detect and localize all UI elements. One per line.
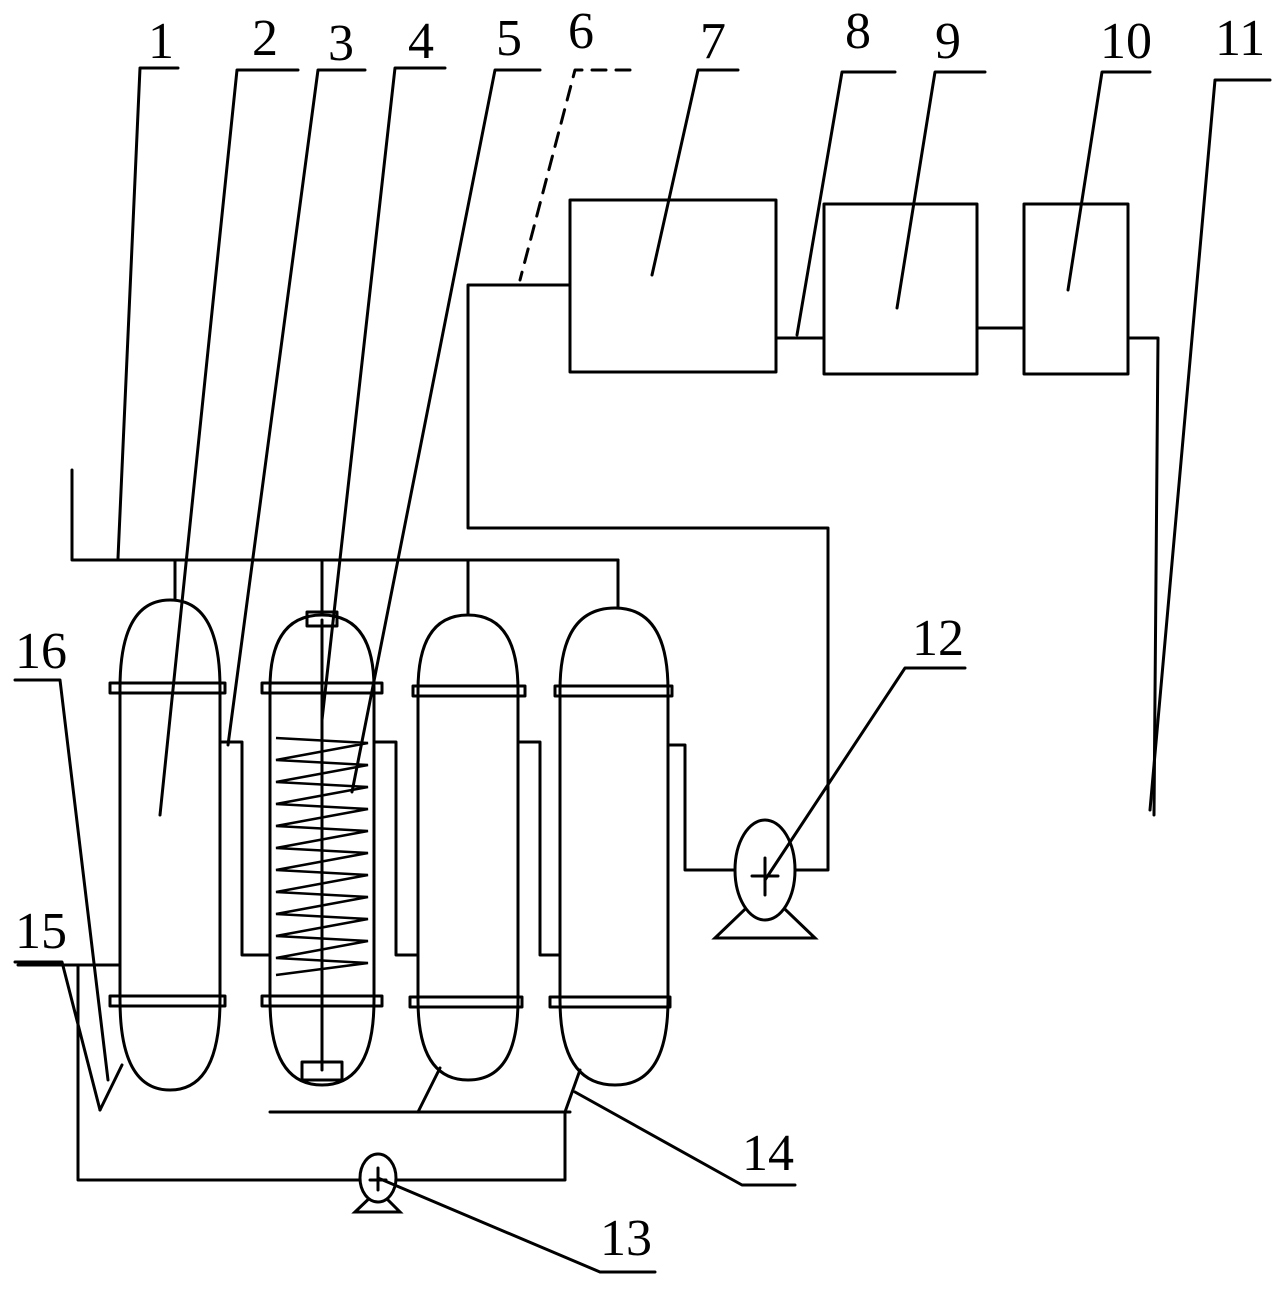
reactor-vessel-4 xyxy=(548,606,674,1087)
label-11: 11 xyxy=(1215,10,1265,67)
label-9: 9 xyxy=(935,13,961,70)
reactor-vessel-1 xyxy=(108,598,227,1092)
label-13: 13 xyxy=(600,1210,652,1267)
unit-10 xyxy=(1022,202,1130,376)
label-12: 12 xyxy=(912,610,964,667)
pump-return-line xyxy=(466,283,830,872)
part-labels: 1 2 3 4 5 6 7 8 9 10 11 12 13 14 15 16 xyxy=(15,3,1265,1267)
unit-9 xyxy=(822,202,979,376)
pump-12 xyxy=(711,818,819,940)
label-4: 4 xyxy=(408,13,434,70)
reactor-vessel-3 xyxy=(408,613,527,1082)
label-15: 15 xyxy=(15,903,67,960)
outlet-pipe xyxy=(1126,336,1160,817)
label-1: 1 xyxy=(148,13,174,70)
label-2: 2 xyxy=(252,10,278,67)
label-14: 14 xyxy=(742,1125,794,1182)
label-5: 5 xyxy=(496,10,522,67)
label-7: 7 xyxy=(700,13,726,70)
gas-manifold xyxy=(70,468,620,617)
label-6: 6 xyxy=(568,3,594,60)
label-8: 8 xyxy=(845,3,871,60)
leader-lines xyxy=(13,66,1272,1274)
unit-7 xyxy=(568,198,778,374)
bottom-drain-line xyxy=(16,963,582,1182)
vessel-connections xyxy=(218,740,737,957)
label-3: 3 xyxy=(328,15,354,72)
reactor-vessel-2-coil xyxy=(260,610,384,1087)
label-16: 16 xyxy=(15,623,67,680)
heating-coil xyxy=(275,736,369,977)
pump-13 xyxy=(351,1152,404,1214)
label-10: 10 xyxy=(1100,13,1152,70)
